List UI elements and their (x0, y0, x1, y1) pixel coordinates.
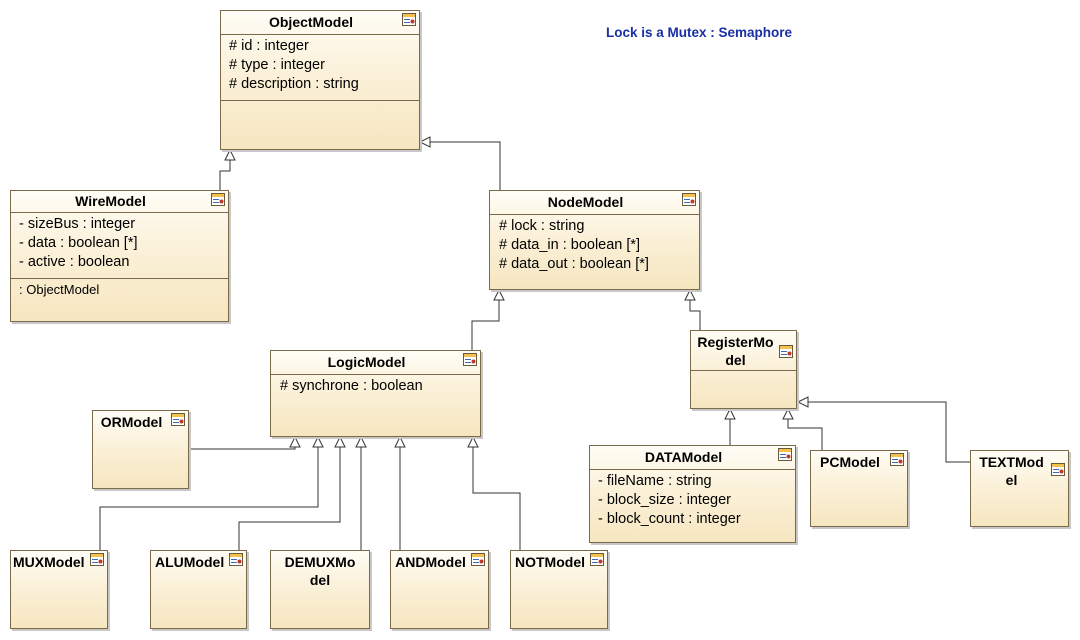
class-header: ALUModel (151, 551, 246, 575)
class-header: PCModel (811, 451, 907, 475)
attribute: # description : string (229, 76, 359, 92)
class-alu-model[interactable]: ALUModel (150, 550, 247, 629)
constraint-note: Lock is a Mutex : Semaphore (606, 25, 793, 40)
generalization-pc-register (787, 419, 823, 450)
class-name: NOTModel (515, 554, 585, 570)
class-not-model[interactable]: NOTModel (510, 550, 608, 629)
class-icon (890, 453, 904, 466)
class-header: TEXTMod el (971, 451, 1068, 491)
attribute: - data : boolean [*] (19, 235, 138, 251)
generalization-register-node (689, 300, 701, 330)
class-name-line: DEMUXMo (284, 554, 356, 570)
class-name: WireModel (75, 193, 146, 209)
operations-section: : ObjectModel (11, 279, 228, 305)
attribute: - sizeBus : integer (19, 216, 136, 232)
generalization-alu-logic (238, 447, 341, 550)
attribute: # id : integer (229, 38, 309, 54)
attribute: # type : integer (229, 57, 325, 73)
attribute: # lock : string (499, 218, 585, 234)
attributes-section: # synchrone : boolean (271, 375, 480, 402)
class-logic-model[interactable]: LogicModel # synchrone : boolean (270, 350, 481, 437)
class-name: ALUModel (155, 554, 225, 570)
class-name-line: TEXTMod (979, 454, 1044, 470)
class-header: WireModel (11, 191, 228, 213)
class-text-model[interactable]: TEXTMod el (970, 450, 1069, 527)
attributes-section: - sizeBus : integer - data : boolean [*]… (11, 213, 228, 279)
attribute: # data_out : boolean [*] (499, 256, 649, 272)
generalization-wire-object (219, 160, 231, 190)
attribute: - active : boolean (19, 254, 130, 270)
class-icon (779, 345, 793, 358)
class-wire-model[interactable]: WireModel - sizeBus : integer - data : b… (10, 190, 229, 322)
attribute: - block_count : integer (598, 511, 741, 527)
class-data-model[interactable]: DATAModel - fileName : string - block_si… (589, 445, 796, 543)
class-name-line: del (725, 352, 746, 368)
class-node-model[interactable]: NodeModel # lock : string # data_in : bo… (489, 190, 700, 290)
class-name: MUXModel (13, 554, 85, 570)
generalization-mux-logic (99, 447, 319, 550)
class-icon (211, 193, 225, 206)
class-name-line: el (1005, 472, 1018, 488)
class-register-model[interactable]: RegisterMo del (690, 330, 797, 409)
class-header: DATAModel (590, 446, 795, 470)
generalization-logic-node (471, 300, 500, 350)
class-name: ObjectModel (268, 14, 353, 30)
class-icon (229, 553, 243, 566)
class-icon (590, 553, 604, 566)
class-header: ANDModel (391, 551, 488, 575)
class-demux-model[interactable]: DEMUXMo del (270, 550, 370, 629)
generalization-not-logic (472, 447, 521, 550)
attributes-section: # id : integer # type : integer # descri… (221, 35, 419, 101)
class-object-model[interactable]: ObjectModel # id : integer # type : inte… (220, 10, 420, 150)
class-header: RegisterMo del (691, 331, 796, 371)
class-icon (682, 193, 696, 206)
class-icon (471, 553, 485, 566)
class-icon (402, 13, 416, 26)
class-name: DATAModel (644, 449, 723, 465)
class-name: ORModel (100, 414, 163, 430)
class-header: ObjectModel (221, 11, 419, 35)
class-icon (90, 553, 104, 566)
class-header: MUXModel (11, 551, 107, 575)
attribute: # synchrone : boolean (280, 378, 423, 394)
class-name: LogicModel (327, 354, 406, 370)
class-icon (171, 413, 185, 426)
class-icon (463, 353, 477, 366)
attributes-section: # lock : string # data_in : boolean [*] … (490, 215, 699, 277)
operation: : ObjectModel (19, 282, 100, 297)
class-header: ORModel (93, 411, 188, 435)
class-pc-model[interactable]: PCModel (810, 450, 908, 527)
class-header: DEMUXMo del (271, 551, 369, 591)
attributes-section: - fileName : string - block_size : integ… (590, 470, 795, 532)
class-header: NOTModel (511, 551, 607, 575)
class-icon (1051, 463, 1065, 476)
attribute: - fileName : string (598, 473, 712, 489)
class-name: NodeModel (547, 194, 624, 210)
class-mux-model[interactable]: MUXModel (10, 550, 108, 629)
class-header: LogicModel (271, 351, 480, 375)
class-name: ANDModel (395, 554, 466, 570)
class-and-model[interactable]: ANDModel (390, 550, 489, 629)
generalization-or-logic (190, 447, 296, 450)
class-or-model[interactable]: ORModel (92, 410, 189, 489)
class-header: NodeModel (490, 191, 699, 215)
attribute: # data_in : boolean [*] (499, 237, 641, 253)
class-name-line: RegisterMo (697, 334, 774, 350)
class-icon (778, 448, 792, 461)
generalization-text-register (808, 401, 970, 463)
class-name: PCModel (820, 454, 880, 470)
generalization-node-object (430, 141, 501, 190)
attribute: - block_size : integer (598, 492, 731, 508)
class-name-line: del (309, 572, 331, 588)
